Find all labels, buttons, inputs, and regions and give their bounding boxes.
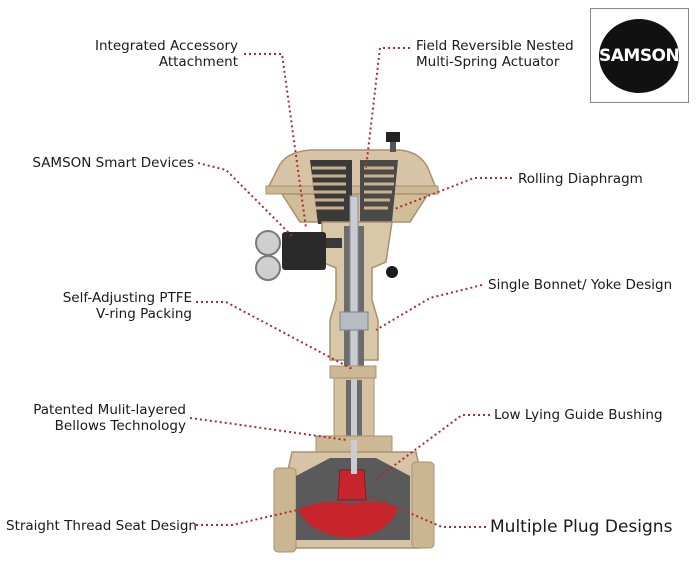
samson-logo: SAMSON	[590, 8, 689, 103]
label-plug: Multiple Plug Designs	[490, 517, 673, 537]
smart-device	[255, 230, 398, 281]
label-bellows-line1: Patented Mulit-layered	[33, 402, 186, 418]
label-accessory: Integrated Accessory Attachment	[70, 38, 238, 70]
label-actuator-line2: Multi-Spring Actuator	[416, 54, 560, 70]
label-bellows-line2: Bellows Technology	[54, 418, 186, 434]
label-ptfe: Self-Adjusting PTFE V-ring Packing	[30, 290, 192, 322]
label-ptfe-line1: Self-Adjusting PTFE	[62, 290, 192, 306]
label-ptfe-line2: V-ring Packing	[96, 306, 192, 322]
label-accessory-line1: Integrated Accessory	[94, 38, 238, 54]
label-accessory-line2: Attachment	[158, 54, 238, 70]
valve-body	[273, 435, 435, 553]
label-bellows: Patented Mulit-layered Bellows Technolog…	[10, 402, 186, 434]
label-diaphragm: Rolling Diaphragm	[518, 171, 643, 187]
leader-lines	[189, 47, 512, 528]
yoke	[321, 195, 393, 439]
label-guide: Low Lying Guide Bushing	[494, 407, 663, 423]
logo-text: SAMSON	[599, 46, 680, 66]
label-actuator: Field Reversible Nested Multi-Spring Act…	[416, 38, 574, 70]
label-actuator-line1: Field Reversible Nested	[416, 38, 574, 54]
label-seat: Straight Thread Seat Design	[6, 518, 197, 534]
logo-circle: SAMSON	[599, 19, 680, 93]
label-bonnet: Single Bonnet/ Yoke Design	[488, 277, 673, 293]
label-smart-devices: SAMSON Smart Devices	[32, 155, 194, 171]
